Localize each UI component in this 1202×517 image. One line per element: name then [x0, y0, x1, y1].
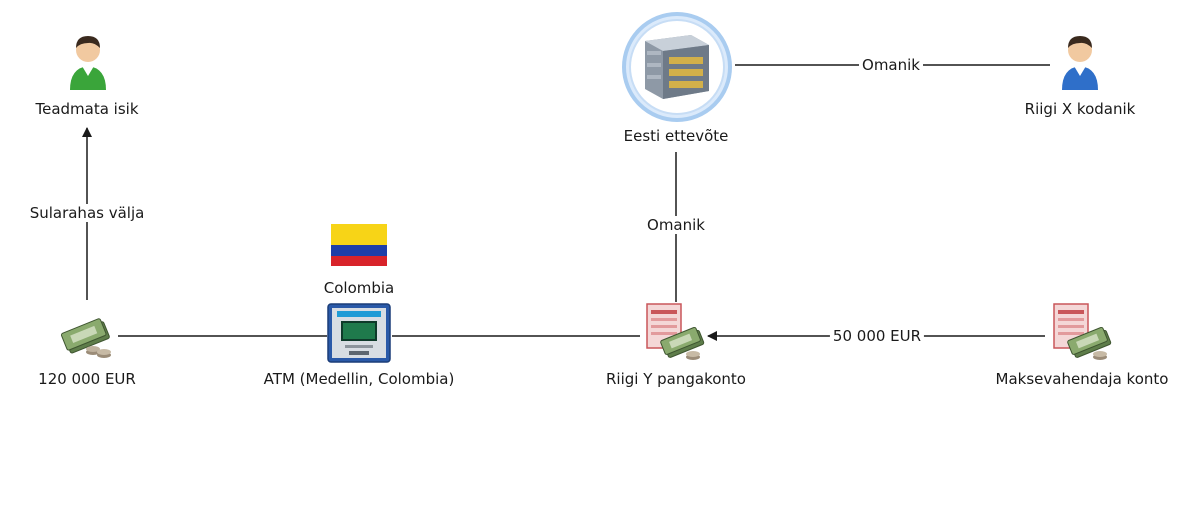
citizen-x-label: Riigi X kodanik — [1024, 100, 1136, 118]
atm-icon — [327, 303, 391, 363]
payment-account-label: Maksevahendaja konto — [995, 370, 1169, 388]
atm-label: ATM (Medellin, Colombia) — [263, 370, 455, 388]
cash-withdrawal-edge-label: Sularahas välja — [26, 204, 148, 222]
money-icon — [60, 318, 111, 358]
bank-account-icon — [1053, 303, 1112, 360]
estonian-company-label: Eesti ettevõte — [623, 127, 729, 145]
person-green-icon — [70, 36, 106, 90]
colombia-flag-icon — [331, 224, 387, 266]
colombia-label: Colombia — [323, 279, 395, 297]
company-server-icon — [622, 12, 732, 122]
owner-company-citizen-edge-label: Omanik — [859, 56, 923, 74]
transfer-amount-edge-label: 50 000 EUR — [829, 327, 925, 345]
bank-account-icon — [646, 303, 705, 360]
owner-bank-company-edge-label: Omanik — [644, 216, 708, 234]
cash-amount-label: 120 000 EUR — [38, 370, 136, 388]
unknown-person-label: Teadmata isik — [35, 100, 139, 118]
bank-y-label: Riigi Y pangakonto — [606, 370, 746, 388]
person-blue-icon — [1062, 36, 1098, 90]
